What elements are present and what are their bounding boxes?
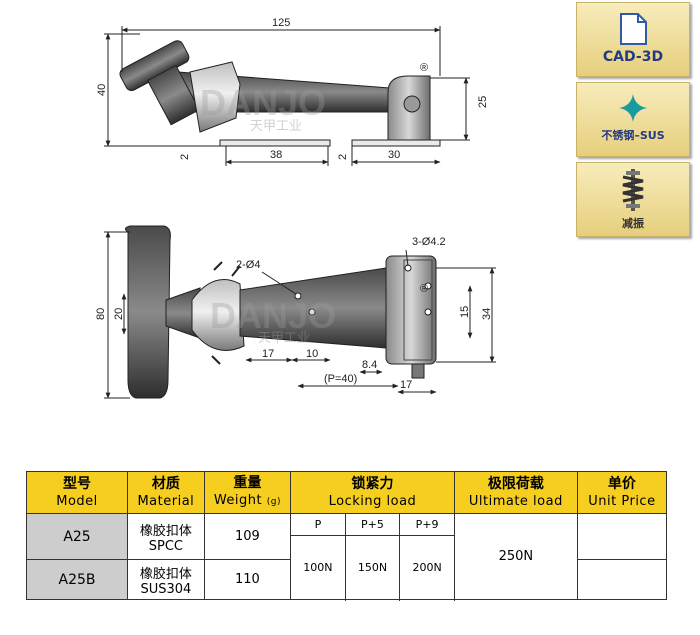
bracket-plan — [385, 255, 437, 365]
row-a25b-price — [576, 559, 668, 600]
ultimate-value: 250N — [453, 513, 578, 600]
watermark-cn: 天甲工业 — [250, 119, 302, 134]
dim-pitch: (P=40) — [324, 373, 357, 385]
row-a25b-weight: 110 — [203, 559, 292, 600]
svg-text:®: ® — [420, 283, 428, 295]
spec-table: 型号 Model 材质 Material 重量 Weight (g) 锁紧力 L… — [25, 471, 668, 600]
header-ultimate: 极限荷载 Ultimate load — [453, 471, 578, 514]
row-a25-material: 橡胶扣体 SPCC — [127, 513, 205, 560]
watermark-cn-2: 天甲工业 — [258, 331, 310, 346]
header-ultimate-cn: 极限荷载 — [487, 475, 544, 492]
locking-sub-p5: P+5 — [344, 513, 401, 536]
badge-label-sus: 不锈钢–SUS — [601, 129, 665, 142]
t-handle-plan — [124, 225, 171, 399]
header-weight: 重量 Weight (g) — [203, 471, 292, 514]
header-price-en: Unit Price — [588, 493, 656, 509]
holes-3-label: 3-Ø4.2 — [412, 236, 446, 248]
header-material-cn: 材质 — [151, 475, 180, 492]
badge-cad-3d[interactable]: CAD-3D — [576, 2, 690, 77]
header-model: 型号 Model — [25, 471, 129, 514]
header-price: 单价 Unit Price — [576, 471, 668, 514]
locking-value-p5: 150N — [344, 535, 401, 600]
dim-thickness-left: 2 — [179, 154, 191, 160]
header-locking: 锁紧力 Locking load — [290, 471, 455, 514]
cone-side — [189, 61, 241, 133]
dim-right-17: 17 — [400, 379, 412, 391]
spring-icon — [622, 169, 644, 211]
dim-offset-8-4: 8.4 — [362, 359, 377, 371]
header-locking-en: Locking load — [328, 493, 417, 509]
base-plate — [219, 139, 331, 147]
row-a25-material-1: 橡胶扣体 — [139, 523, 192, 539]
header-model-en: Model — [56, 493, 98, 509]
locking-value-p9: 200N — [399, 535, 455, 600]
plan-view: ® 80 20 15 34 17 10 8.4 (P=40) 17 3-Ø4.2… — [95, 225, 496, 399]
row-a25b-model: A25B — [25, 559, 129, 600]
dim-offset-10: 10 — [306, 348, 318, 360]
t-handle-side — [119, 40, 201, 126]
row-a25-weight: 109 — [203, 513, 292, 560]
dim-overall-length: 125 — [272, 17, 290, 29]
row-a25-material-2: SPCC — [148, 538, 183, 554]
dim-base-right: 30 — [388, 149, 400, 161]
dim-height-34: 34 — [481, 308, 493, 320]
row-a25b-material: 橡胶扣体 SUS304 — [127, 559, 205, 600]
row-a25b-material-1: 橡胶扣体 — [139, 566, 192, 582]
cone-plan — [191, 279, 245, 351]
dim-width-20: 20 — [113, 308, 125, 320]
header-price-cn: 单价 — [607, 475, 636, 492]
header-weight-unit: (g) — [266, 496, 281, 507]
watermark-brand-2: DANJO — [210, 295, 336, 336]
badge-label-vibration: 减振 — [622, 217, 644, 230]
locking-sub-p9: P+9 — [399, 513, 455, 536]
document-icon — [620, 13, 647, 45]
row-a25-model: A25 — [25, 513, 129, 560]
locking-value-p: 100N — [290, 535, 346, 600]
registered-mark: ® — [420, 62, 428, 74]
dim-base-height: 25 — [477, 96, 489, 108]
dim-height-80: 80 — [95, 308, 107, 320]
holes-2-label: 2-Ø4 — [236, 259, 260, 271]
side-view: ® 125 40 25 38 30 2 2 — [96, 17, 489, 166]
badge-sus[interactable]: 不锈钢–SUS — [576, 82, 690, 157]
sparkle-icon — [619, 94, 647, 122]
badge-vibration[interactable]: 减振 — [576, 162, 690, 237]
row-a25b-material-2: SUS304 — [140, 581, 192, 597]
header-weight-cn: 重量 — [233, 474, 262, 491]
dim-height: 40 — [96, 84, 108, 96]
dim-thickness-right: 2 — [337, 154, 349, 160]
bolt-side — [403, 95, 421, 113]
technical-drawing: ® 125 40 25 38 30 2 2 — [95, 17, 496, 399]
dim-offset-17: 17 — [262, 348, 274, 360]
header-material: 材质 Material — [127, 471, 205, 514]
dim-base-left: 38 — [270, 149, 282, 161]
header-locking-cn: 锁紧力 — [351, 475, 394, 492]
dim-hole-spacing: 15 — [459, 306, 471, 318]
header-weight-en: Weight — [213, 492, 263, 508]
badge-label-cad: CAD-3D — [602, 49, 664, 65]
header-material-en: Material — [137, 493, 195, 509]
header-model-cn: 型号 — [63, 475, 92, 492]
header-ultimate-en: Ultimate load — [468, 493, 563, 509]
locking-sub-p: P — [290, 513, 346, 536]
row-a25-price — [576, 513, 668, 560]
watermark-brand: DANJO — [200, 82, 326, 123]
